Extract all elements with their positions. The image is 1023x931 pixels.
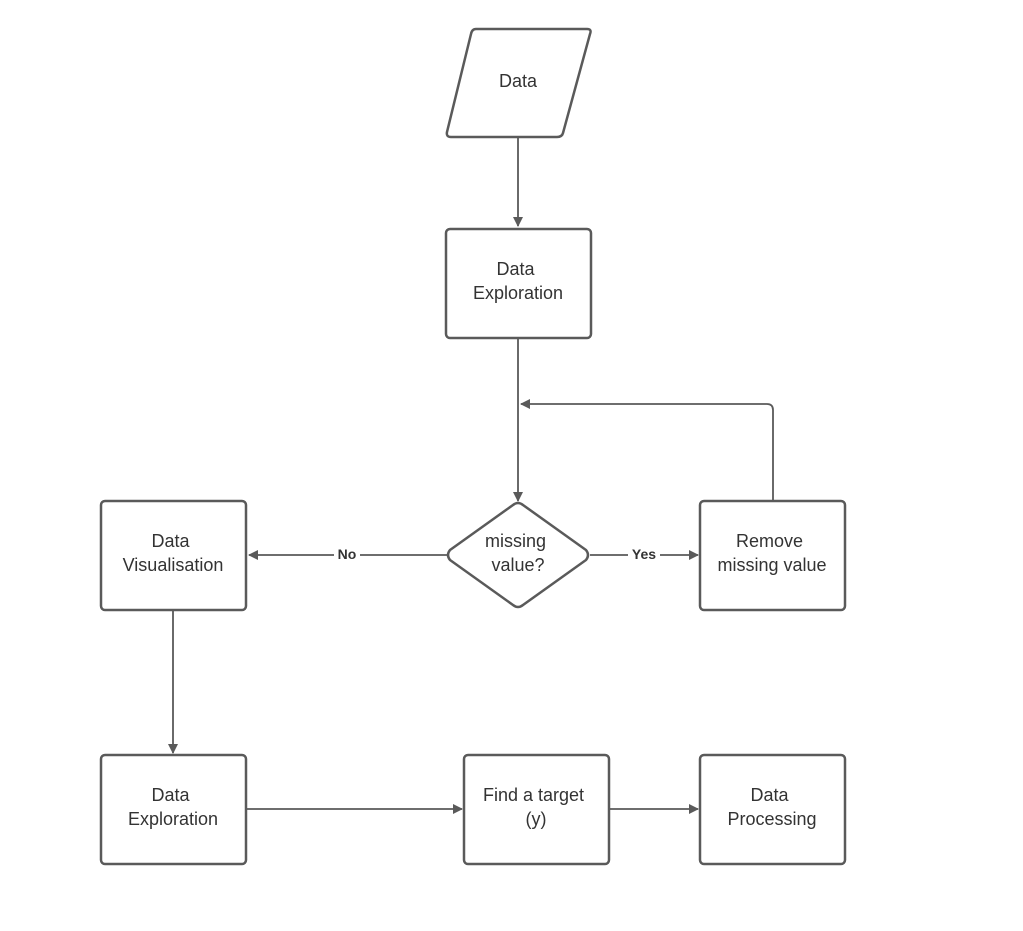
process-box	[99, 753, 248, 866]
node-data-visualisation[interactable]: Data Visualisation	[99, 499, 248, 612]
process-box	[698, 499, 847, 612]
node-line: missing	[485, 531, 546, 551]
node-data-exploration-top[interactable]: Data Exploration	[444, 227, 593, 340]
node-remove-missing-value[interactable]: Remove missing value	[698, 499, 847, 612]
process-box	[444, 227, 593, 340]
node-data-visualisation-label: Data Visualisation	[123, 531, 224, 575]
node-line: Visualisation	[123, 555, 224, 575]
node-find-target[interactable]: Find a target (y)	[462, 753, 611, 866]
decision-diamond	[446, 501, 590, 609]
node-data-exploration-bottom[interactable]: Data Exploration	[99, 753, 248, 866]
process-box	[462, 753, 611, 866]
edge-label-no: No	[338, 546, 357, 562]
process-box	[698, 753, 847, 866]
node-missing-value-decision[interactable]: missing value?	[446, 501, 590, 609]
node-line: Data	[750, 785, 789, 805]
node-line: Find a target	[483, 785, 584, 805]
node-line: Data	[151, 531, 190, 551]
node-data-processing[interactable]: Data Processing	[698, 753, 847, 866]
node-line: Processing	[727, 809, 816, 829]
node-line: Remove	[736, 531, 803, 551]
node-data-input[interactable]: Data	[445, 27, 592, 139]
node-data-exploration-top-label: Data Exploration	[473, 259, 563, 303]
data-parallelogram	[445, 27, 592, 139]
node-line: value?	[491, 555, 544, 575]
edge-label-yes-group: Yes	[628, 546, 660, 563]
node-find-target-label: Find a target (y)	[483, 785, 589, 829]
node-line: missing value	[717, 555, 826, 575]
edge-label-yes: Yes	[632, 546, 656, 562]
node-line: (y)	[526, 809, 547, 829]
process-box	[99, 499, 248, 612]
node-data-exploration-bottom-label: Data Exploration	[128, 785, 218, 829]
node-missing-value-label: missing value?	[485, 531, 551, 575]
node-data-input-label: Data	[499, 71, 538, 91]
node-line: Exploration	[128, 809, 218, 829]
node-line: Data	[151, 785, 190, 805]
node-line: Exploration	[473, 283, 563, 303]
node-data-processing-label: Data Processing	[727, 785, 816, 829]
node-line: Data	[499, 71, 538, 91]
edge-label-no-group: No	[334, 546, 360, 563]
node-remove-missing-value-label: Remove missing value	[717, 531, 826, 575]
node-line: Data	[496, 259, 535, 279]
arrow-remove-loop-back	[520, 399, 774, 500]
